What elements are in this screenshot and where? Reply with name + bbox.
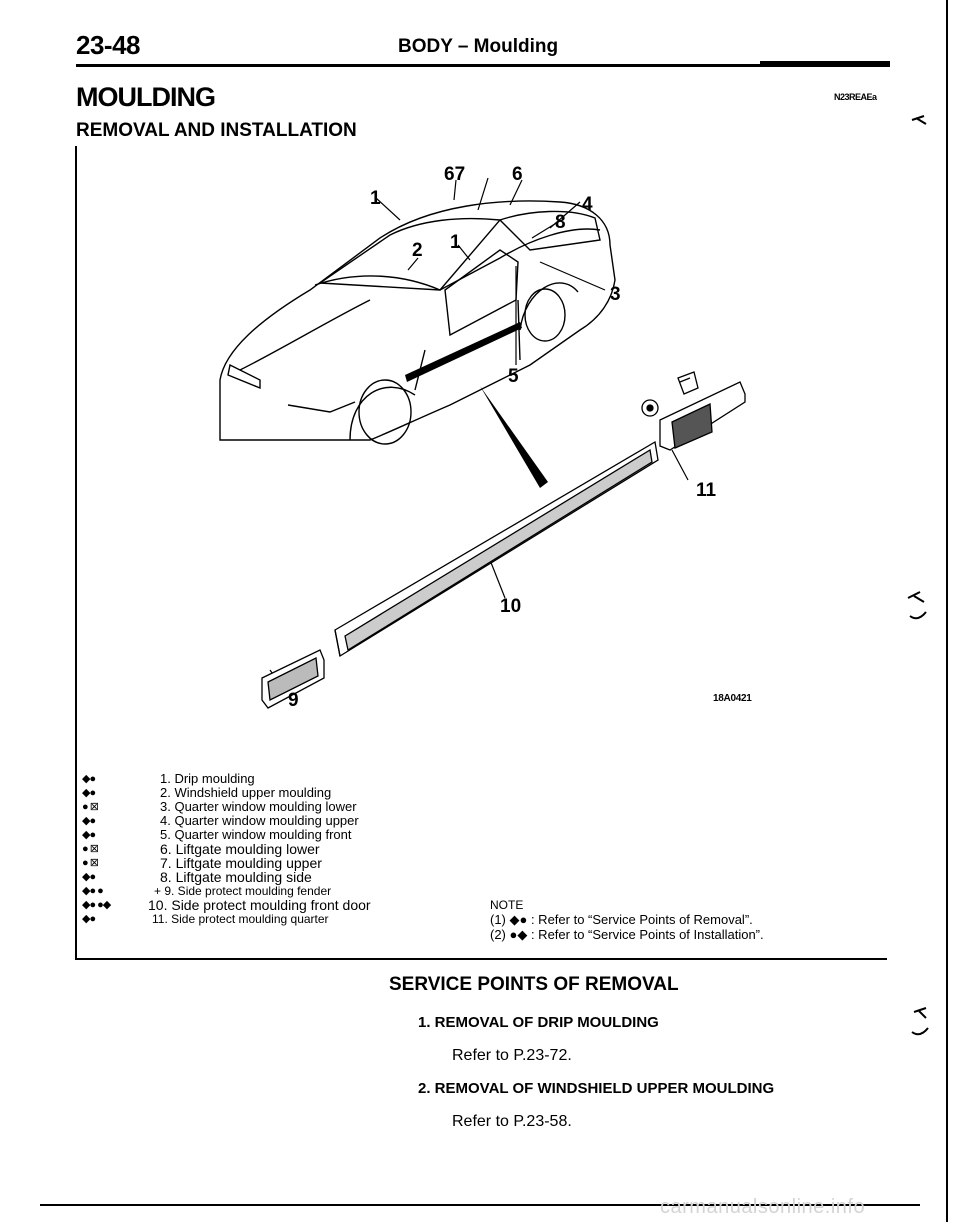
header-rule-accent bbox=[760, 61, 890, 67]
service-point-text: Refer to P.23-72. bbox=[452, 1047, 572, 1064]
car-bumper-slot bbox=[287, 401, 356, 413]
legend-text: 7. Liftgate moulding upper bbox=[160, 855, 322, 871]
page-edge-rule bbox=[946, 0, 948, 1222]
callout-label: 11 bbox=[696, 480, 717, 501]
legend-mark: ● ⊠ bbox=[82, 857, 99, 869]
note-label: NOTE bbox=[490, 898, 524, 912]
legend-mark: ◆● bbox=[82, 773, 96, 785]
section-title: BODY – Moulding bbox=[398, 36, 559, 57]
callout-label: 6 bbox=[512, 164, 523, 185]
pointer-wedge bbox=[480, 386, 548, 488]
legend-mark: ◆● ●◆ bbox=[82, 899, 111, 911]
legend-text: 11. Side protect moulding quarter bbox=[152, 912, 329, 926]
car-door-window bbox=[444, 249, 519, 337]
margin-marks bbox=[907, 115, 929, 1036]
legend-mark: ◆● bbox=[82, 787, 96, 799]
legend-mark: ◆● bbox=[82, 913, 96, 925]
callout-label: 1 bbox=[370, 188, 381, 209]
door-moulding-on-car bbox=[405, 322, 522, 382]
callout-label: 3 bbox=[610, 284, 621, 305]
figure-code: 18A0421 bbox=[713, 693, 752, 704]
legend-mark: ● ⊠ bbox=[82, 843, 99, 855]
callout-label: 5 bbox=[508, 366, 519, 387]
car-rear-wheel bbox=[524, 288, 566, 342]
page-title: MOULDING bbox=[76, 82, 216, 112]
door-moulding bbox=[334, 440, 659, 658]
watermark: carmanualsonline.info bbox=[660, 1196, 866, 1218]
service-point-heading: 2. REMOVAL OF WINDSHIELD UPPER MOULDING bbox=[418, 1080, 775, 1097]
service-point-heading: 1. REMOVAL OF DRIP MOULDING bbox=[418, 1014, 659, 1031]
legend-text: 5. Quarter window moulding front bbox=[160, 827, 352, 842]
service-point-text: Refer to P.23-58. bbox=[452, 1113, 572, 1130]
legend-note: NOTE (1) ◆● : Refer to “Service Points o… bbox=[490, 898, 764, 942]
car-front-arch bbox=[349, 386, 416, 441]
moulding-diagram: 1 2 1 67 6 8 4 3 5 11 10 9 bbox=[219, 164, 746, 711]
car-hood-line bbox=[239, 299, 371, 371]
callout-label: 9 bbox=[288, 690, 299, 711]
page-number: 23-48 bbox=[76, 30, 141, 60]
legend-text: + 9. Side protect moulding fender bbox=[154, 884, 332, 898]
header-rule bbox=[76, 64, 890, 67]
note-line: (1) ◆● : Refer to “Service Points of Rem… bbox=[490, 912, 753, 927]
callout-label: 10 bbox=[500, 596, 521, 617]
legend-mark: ◆● bbox=[82, 871, 96, 883]
legend-mark: ● ⊠ bbox=[82, 801, 99, 813]
fender-moulding bbox=[261, 649, 325, 709]
note-line: (2) ●◆ : Refer to “Service Points of Ins… bbox=[490, 927, 764, 942]
figure-frame-left bbox=[75, 146, 77, 960]
callout-label: 2 bbox=[412, 240, 423, 261]
car-rear-window bbox=[498, 210, 601, 251]
legend-text: 6. Liftgate moulding lower bbox=[160, 841, 320, 857]
car-body-outline bbox=[219, 200, 616, 441]
car-headlight bbox=[227, 363, 261, 390]
page-subtitle: REMOVAL AND INSTALLATION bbox=[76, 120, 357, 141]
callout-label: 8 bbox=[555, 212, 566, 233]
legend-mark: ◆● ● bbox=[82, 885, 104, 897]
legend-text: 10. Side protect moulding front door bbox=[148, 897, 371, 913]
callout-label: 1 bbox=[450, 232, 461, 253]
callout-label: 67 bbox=[444, 164, 465, 185]
footer-rule bbox=[40, 1204, 920, 1206]
figure-frame-bottom bbox=[75, 958, 887, 960]
quarter-moulding bbox=[641, 371, 746, 451]
legend-text: 2. Windshield upper moulding bbox=[160, 785, 332, 800]
legend-text: 4. Quarter window moulding upper bbox=[160, 813, 359, 828]
legend-mark: ◆● bbox=[82, 829, 96, 841]
legend-mark: ◆● bbox=[82, 815, 96, 827]
car-windshield bbox=[317, 217, 502, 291]
callout-label: 4 bbox=[582, 194, 593, 215]
service-points-title: SERVICE POINTS OF REMOVAL bbox=[389, 974, 679, 995]
car-rear-arch bbox=[519, 282, 579, 331]
car-front-wheel bbox=[358, 379, 412, 445]
car-door-line bbox=[414, 299, 521, 391]
section-code: N23REAEa bbox=[834, 92, 877, 102]
legend-text: 8. Liftgate moulding side bbox=[160, 869, 312, 885]
legend-text: 1. Drip moulding bbox=[160, 771, 255, 786]
legend-text: 3. Quarter window moulding lower bbox=[160, 799, 357, 814]
